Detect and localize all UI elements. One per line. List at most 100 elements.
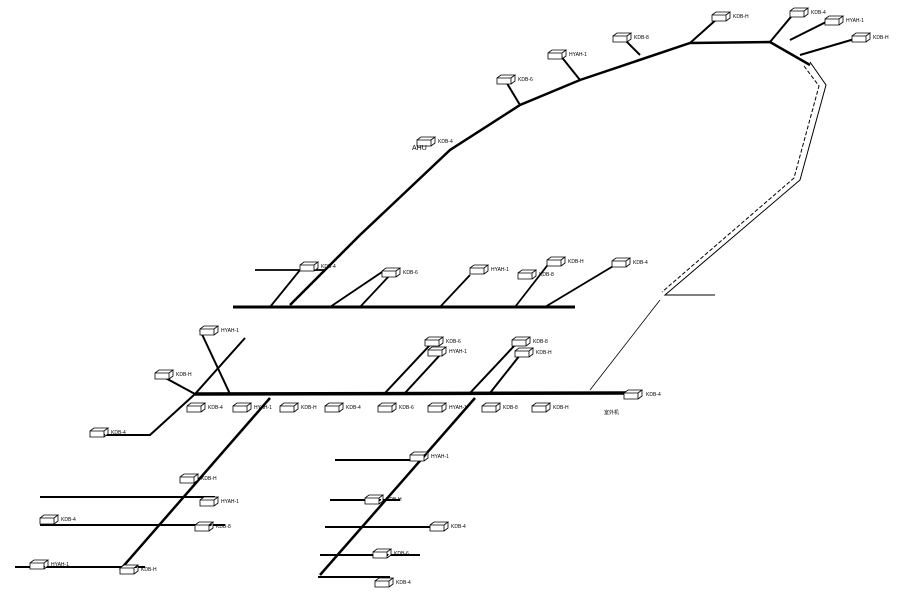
unit-box bbox=[481, 402, 502, 413]
unit-box bbox=[429, 521, 450, 532]
connector-line bbox=[589, 299, 661, 391]
unit-box bbox=[546, 256, 567, 267]
equipment-unit: KDB-H bbox=[179, 473, 217, 484]
unit-tag: KDB-H bbox=[873, 35, 889, 41]
equipment-unit: HYAH-1 bbox=[427, 346, 467, 357]
unit-box bbox=[427, 346, 448, 357]
equipment-unit: KDB-H bbox=[364, 494, 402, 505]
unit-box bbox=[427, 402, 448, 413]
equipment-unit: KDB-H bbox=[119, 564, 157, 575]
unit-box bbox=[299, 261, 320, 272]
branch-pipe bbox=[199, 329, 231, 395]
unit-box bbox=[119, 564, 140, 575]
branch-pipe bbox=[404, 354, 441, 394]
unit-box bbox=[517, 269, 538, 280]
unit-tag: KDB-4 bbox=[633, 260, 648, 266]
equipment-unit: HYAH-1 bbox=[427, 402, 467, 413]
equipment-unit: KDB-4 bbox=[611, 257, 648, 268]
equipment-unit: HYAH-1 bbox=[824, 15, 864, 26]
equipment-unit: HYAH-1 bbox=[232, 402, 272, 413]
unit-tag: HYAH-1 bbox=[254, 405, 272, 411]
unit-tag: KDB-H bbox=[386, 497, 402, 503]
unit-tag: KDB-4 bbox=[451, 524, 466, 530]
equipment-unit: KDB-H bbox=[154, 369, 192, 380]
branch-pipe bbox=[789, 19, 831, 41]
branch-pipe bbox=[329, 269, 386, 308]
unit-box bbox=[424, 336, 445, 347]
unit-tag: KDB-4 bbox=[811, 10, 826, 16]
unit-box bbox=[199, 496, 220, 507]
outdoor-note: 室外机 bbox=[604, 409, 619, 416]
middle-trunk bbox=[194, 391, 631, 396]
unit-box bbox=[324, 402, 345, 413]
equipment-unit: HYAH-1 bbox=[547, 49, 587, 60]
unit-box bbox=[531, 402, 552, 413]
unit-box bbox=[547, 49, 568, 60]
equipment-unit: KDB-4 bbox=[39, 514, 76, 525]
equipment-unit: KDB-4 bbox=[299, 261, 336, 272]
unit-tag: KDB-H bbox=[568, 259, 584, 265]
equipment-unit: KDB-4 bbox=[324, 402, 361, 413]
equipment-unit: KDB-8 bbox=[481, 402, 518, 413]
unit-box bbox=[279, 402, 300, 413]
unit-tag: KDB-H bbox=[733, 14, 749, 20]
unit-box bbox=[381, 267, 402, 278]
equipment-unit: HYAH-1 bbox=[29, 559, 69, 570]
equipment-unit: KDB-H bbox=[279, 402, 317, 413]
equipment-unit: KDB-6 bbox=[372, 548, 409, 559]
unit-tag: KDB-8 bbox=[634, 35, 649, 41]
equipment-unit: HYAH-1 bbox=[199, 325, 239, 336]
unit-box bbox=[514, 347, 535, 358]
unit-tag: KDB-8 bbox=[216, 524, 231, 530]
branch-pipe bbox=[469, 344, 516, 394]
ahu-label: AHU bbox=[412, 145, 427, 152]
equipment-unit: KDB-H bbox=[711, 11, 749, 22]
unit-tag: KDB-6 bbox=[446, 339, 461, 345]
unit-tag: KDB-8 bbox=[503, 405, 518, 411]
branch-pipe bbox=[489, 354, 521, 394]
unit-tag: KDB-6 bbox=[518, 77, 533, 83]
equipment-unit: KDB-6 bbox=[381, 267, 418, 278]
unit-tag: HYAH-1 bbox=[449, 405, 467, 411]
unit-tag: HYAH-1 bbox=[221, 328, 239, 334]
return-line-inner bbox=[661, 65, 820, 293]
unit-box bbox=[611, 257, 632, 268]
equipment-unit: KDB-H bbox=[531, 402, 569, 413]
unit-tag: KDB-4 bbox=[111, 430, 126, 436]
equipment-unit: HYAH-1 bbox=[409, 451, 449, 462]
lower-middle-riser bbox=[319, 397, 476, 576]
unit-tag: HYAH-1 bbox=[431, 454, 449, 460]
return-line bbox=[663, 61, 827, 296]
unit-box bbox=[39, 514, 60, 525]
equipment-unit: KDB-4 bbox=[186, 402, 223, 413]
unit-box bbox=[179, 473, 200, 484]
unit-box bbox=[469, 264, 490, 275]
unit-box bbox=[612, 32, 633, 43]
unit-tag: HYAH-1 bbox=[221, 499, 239, 505]
branch-pipe bbox=[689, 17, 719, 44]
equipment-unit: KDB-H bbox=[514, 347, 552, 358]
unit-box bbox=[623, 389, 644, 400]
unit-tag: KDB-4 bbox=[438, 139, 453, 145]
equipment-unit: KDB-6 bbox=[424, 336, 461, 347]
unit-box bbox=[789, 7, 810, 18]
equipment-unit: KDB-H bbox=[546, 256, 584, 267]
unit-tag: KDB-6 bbox=[394, 551, 409, 557]
equipment-unit bbox=[623, 389, 644, 400]
equipment-unit: KDB-4 bbox=[89, 427, 126, 438]
branch-pipe bbox=[269, 269, 301, 308]
unit-tag: KDB-8 bbox=[539, 272, 554, 278]
unit-box bbox=[372, 548, 393, 559]
unit-box bbox=[824, 15, 845, 26]
lower-left-riser bbox=[119, 397, 271, 571]
branch-pipe bbox=[359, 274, 391, 308]
left-branch bbox=[90, 337, 246, 436]
unit-box bbox=[851, 32, 872, 43]
equipment-unit: HYAH-1 bbox=[199, 496, 239, 507]
unit-box bbox=[364, 494, 385, 505]
branch-pipe bbox=[559, 54, 581, 81]
unit-tag: HYAH-1 bbox=[491, 267, 509, 273]
unit-tag: KDB-4 bbox=[208, 405, 223, 411]
supply-riser bbox=[289, 40, 811, 306]
